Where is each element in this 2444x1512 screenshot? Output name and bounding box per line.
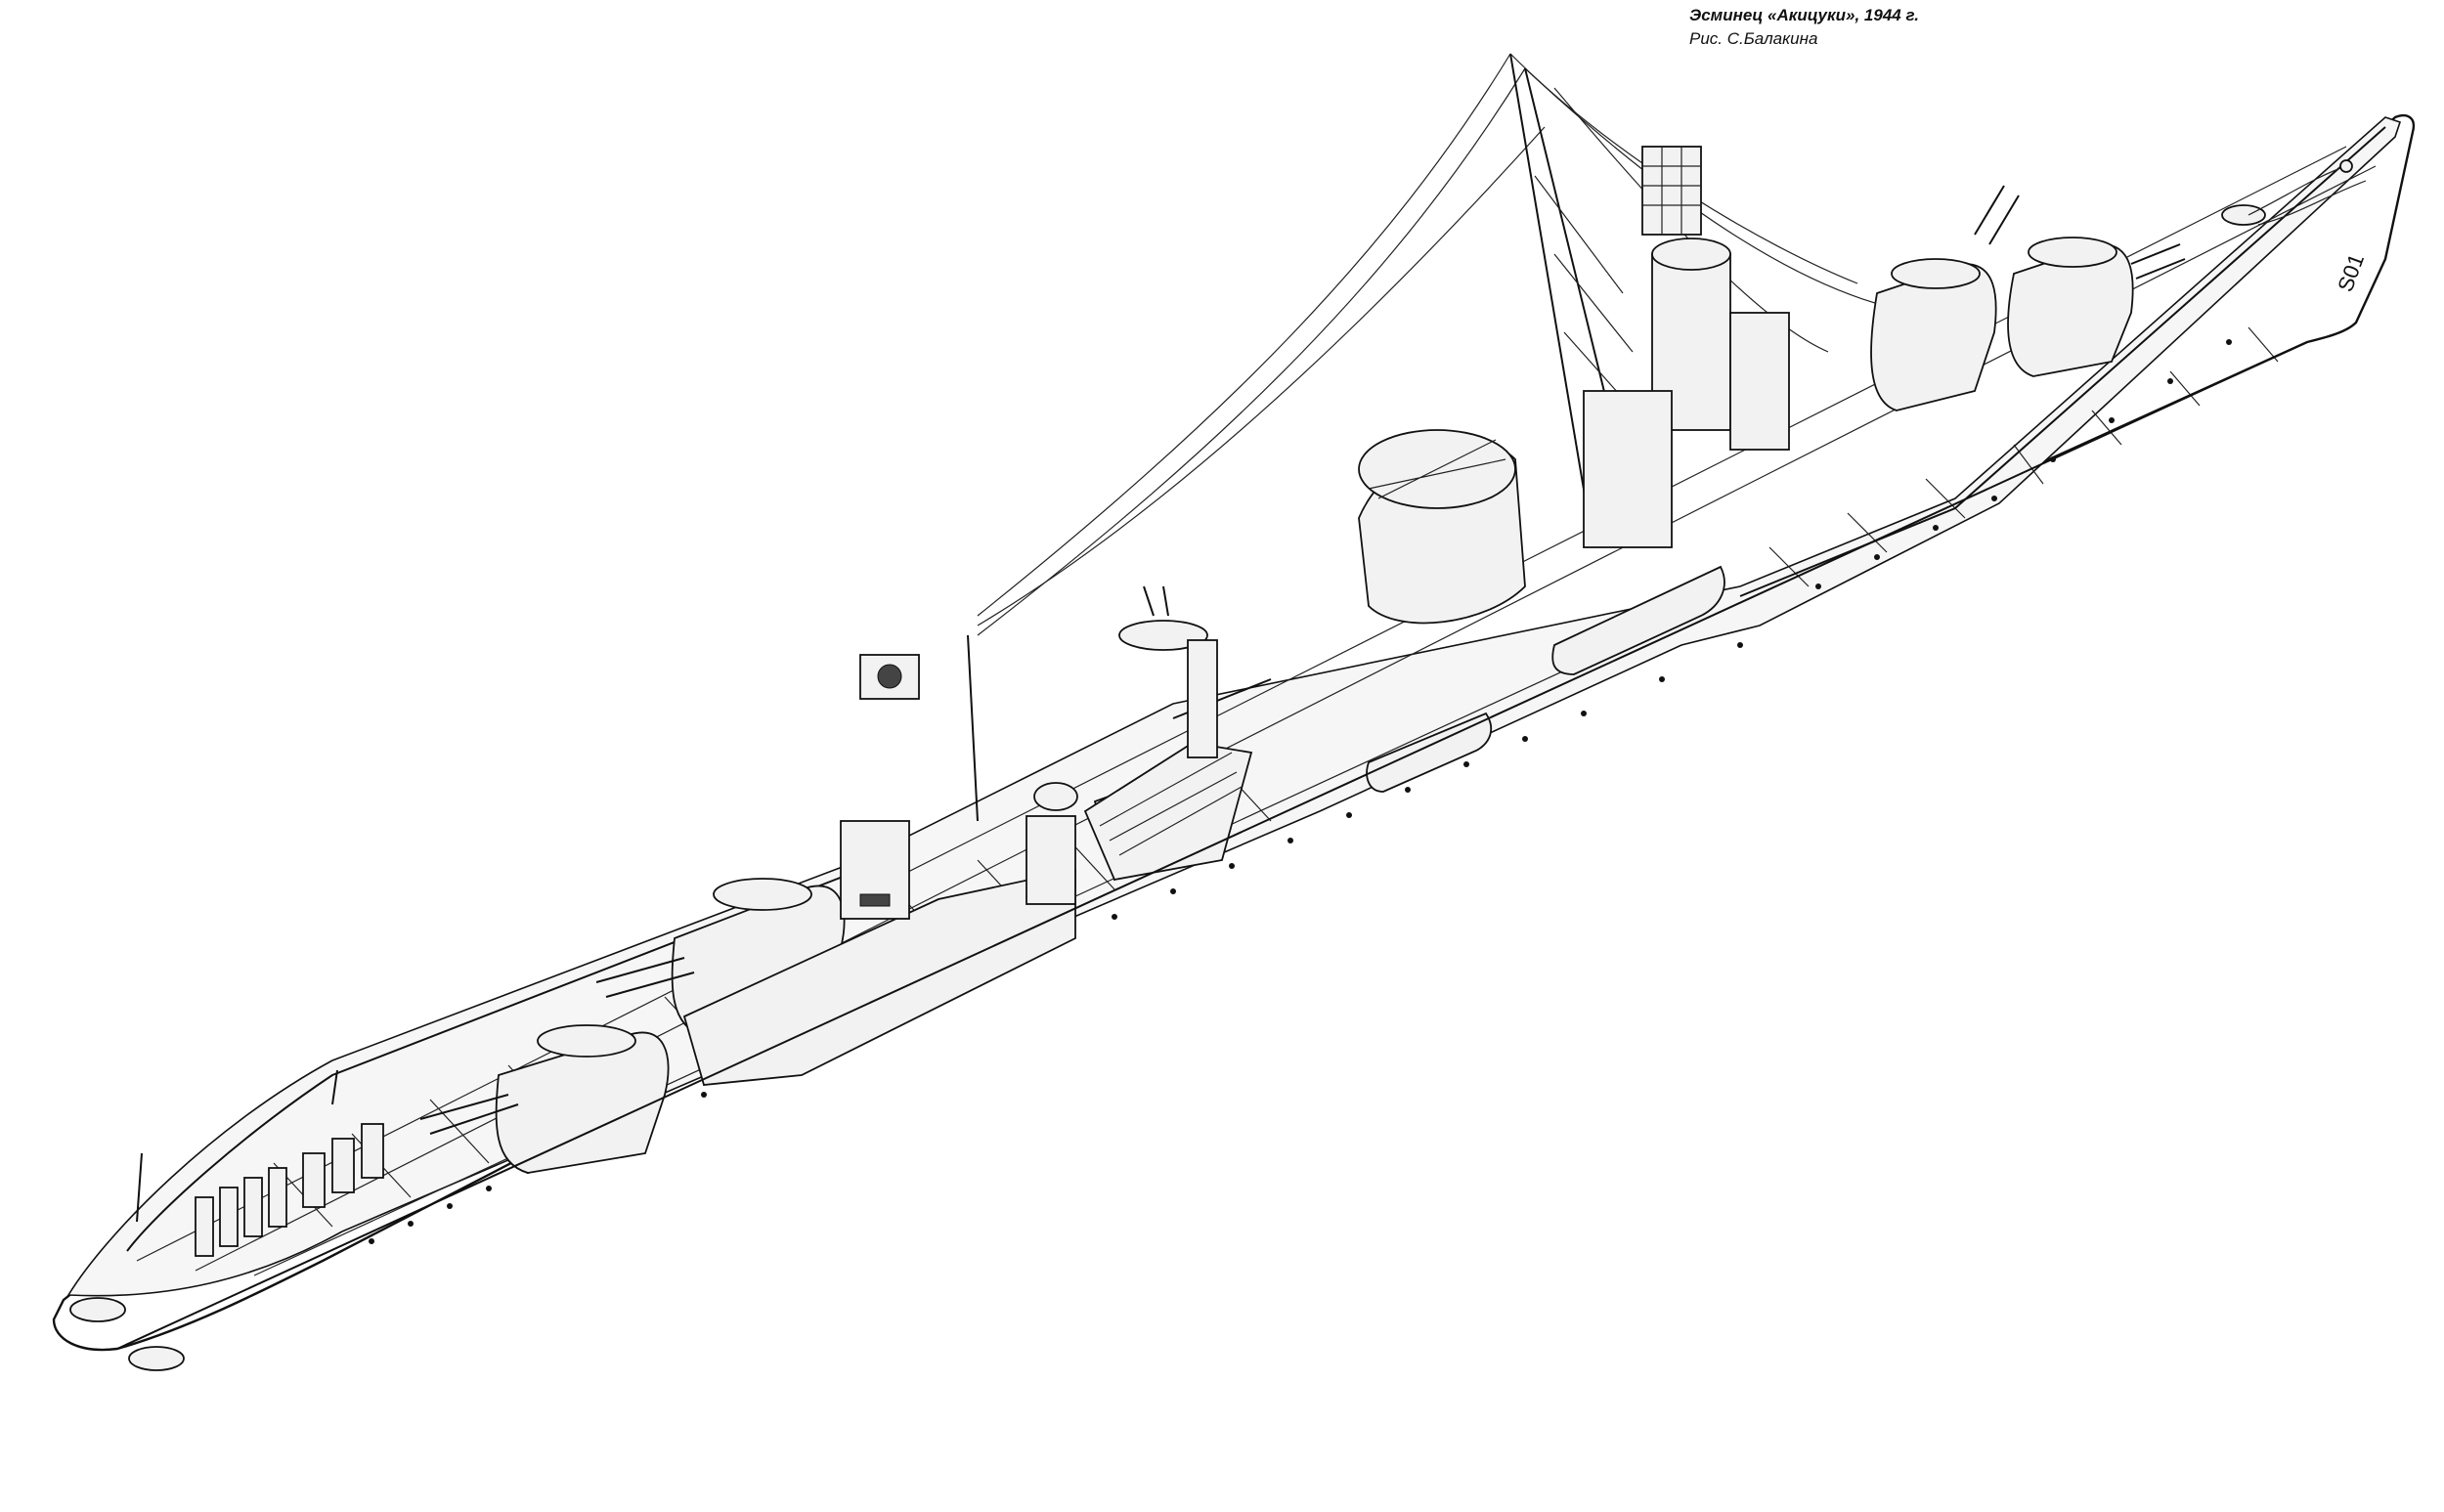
forward-gun-turret-lower <box>2007 237 2186 377</box>
funnel <box>1358 429 1526 625</box>
stern-fittings <box>69 1069 384 1371</box>
drawing-title: Эсминец «Акицуки», 1944 г. <box>1689 6 1920 24</box>
aft-gun-turret-lower <box>419 1024 670 1174</box>
waterline <box>116 341 2308 1350</box>
bow-anchor-gear <box>2221 159 2367 226</box>
drawing-caption: Эсминец «Акицуки», 1944 г. Рис. С.Балаки… <box>1689 6 1919 48</box>
drawing-credit: Рис. С.Балакина <box>1689 28 1818 48</box>
forward-gun-turret-upper <box>1870 185 2020 411</box>
ensign-flag <box>859 654 920 700</box>
ships-boats <box>1366 565 1725 793</box>
bridge-tower <box>1583 238 1790 548</box>
torpedo-launcher <box>1083 742 1253 882</box>
main-mast <box>1509 53 1702 548</box>
midship-aa-platform <box>1118 585 1218 758</box>
